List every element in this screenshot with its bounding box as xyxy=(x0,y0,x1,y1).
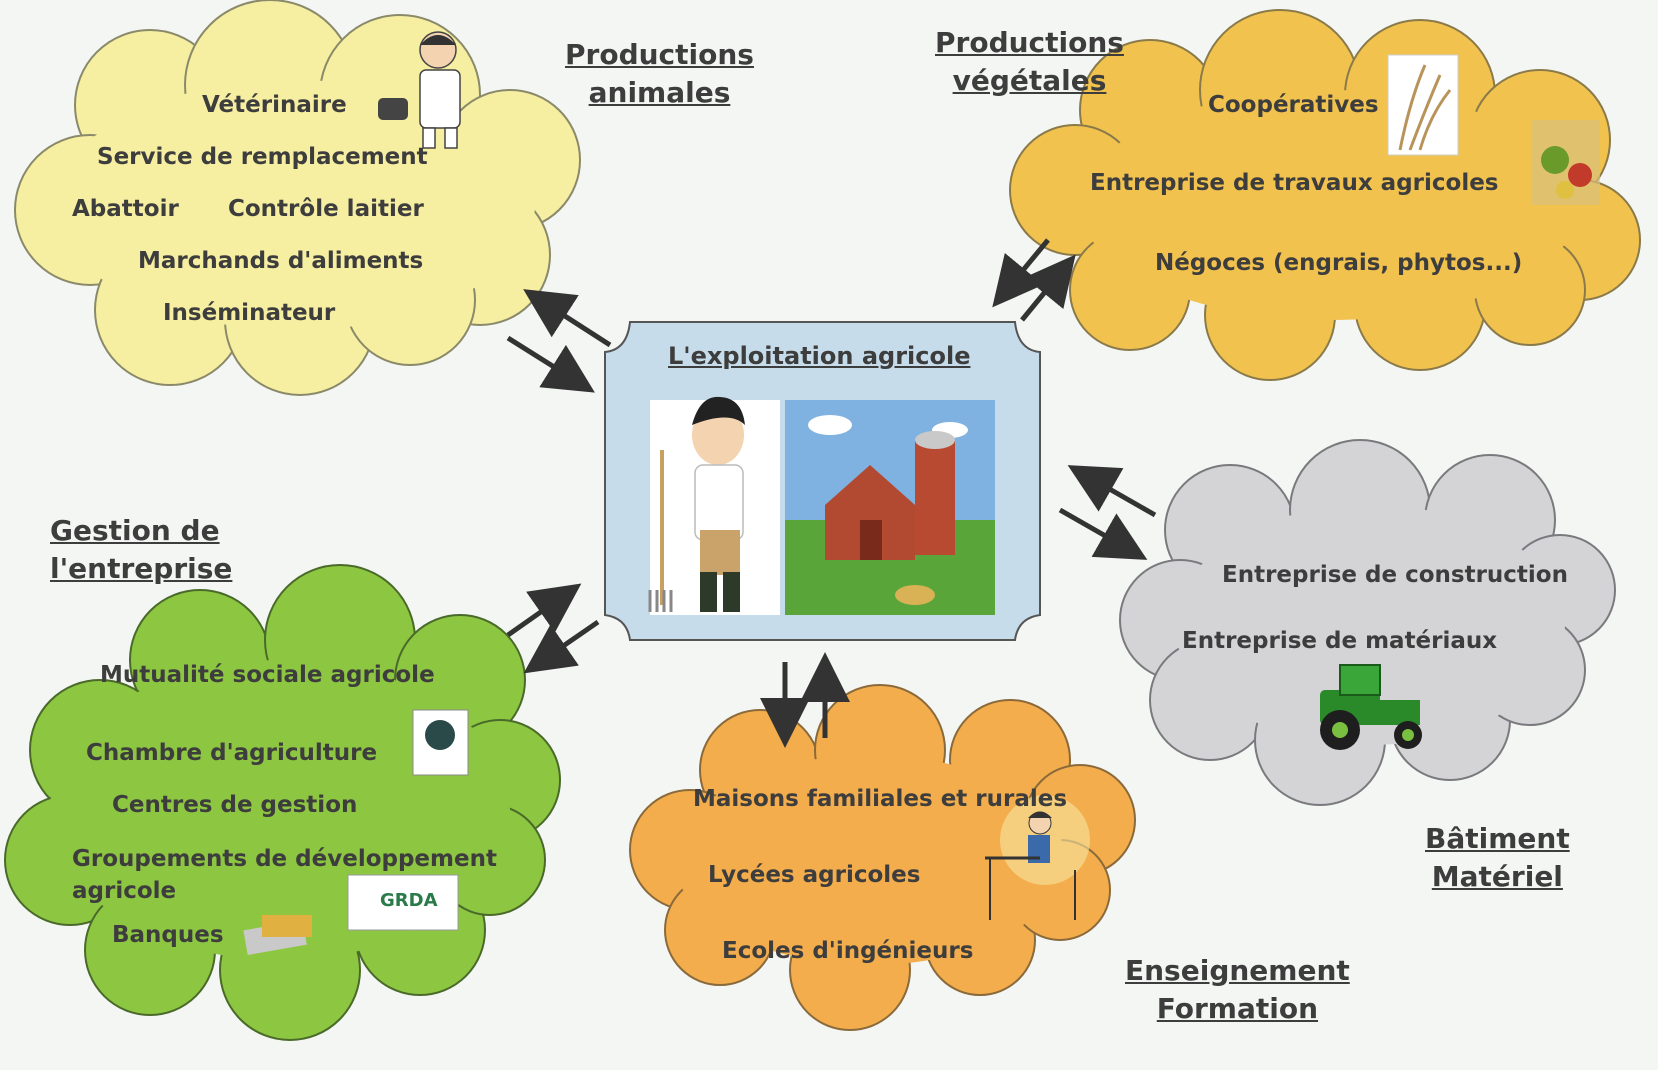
item-entreprise-travaux: Entreprise de travaux agricoles xyxy=(1090,170,1499,196)
vegetables-illustration xyxy=(1532,120,1600,205)
arrows-management xyxy=(506,583,600,674)
group-title-building: Bâtiment Matériel xyxy=(1425,820,1570,896)
item-service-remplacement: Service de remplacement xyxy=(97,144,428,170)
cloud-enseignement-formation xyxy=(629,684,1136,1031)
item-entreprise-materiaux: Entreprise de matériaux xyxy=(1182,628,1498,654)
center-title: L'exploitation agricole xyxy=(668,342,971,370)
group-title-animal: Productions animales xyxy=(565,36,754,112)
item-chambre-agriculture: Chambre d'agriculture xyxy=(86,740,378,766)
title-line: Productions xyxy=(935,26,1124,59)
item-groupements-2: agricole xyxy=(72,878,177,904)
item-veterinaire: Vétérinaire xyxy=(202,92,347,118)
farmer-illustration xyxy=(648,396,780,615)
item-inseminateur: Inséminateur xyxy=(163,300,336,326)
item-controle-laitier: Contrôle laitier xyxy=(228,196,424,222)
arrows-education xyxy=(760,652,850,748)
item-banques: Banques xyxy=(112,922,224,948)
item-groupements: Groupements de développement xyxy=(72,846,497,872)
item-mutualite: Mutualité sociale agricole xyxy=(100,662,435,688)
title-line: animales xyxy=(588,76,731,109)
title-line: Gestion de xyxy=(50,514,220,547)
title-line: Formation xyxy=(1156,992,1319,1025)
title-line: Bâtiment xyxy=(1425,822,1570,855)
cloud-productions-animales xyxy=(14,0,581,396)
title-line: l'entreprise xyxy=(50,552,233,585)
grda-logo-text: GRDA xyxy=(380,890,438,911)
title-line: Matériel xyxy=(1431,860,1563,893)
arrows-vegetal xyxy=(992,238,1076,322)
arrows-animal xyxy=(506,289,612,393)
item-marchands-aliments: Marchands d'aliments xyxy=(138,248,424,274)
group-title-vegetal: Productions végétales xyxy=(935,24,1124,100)
item-ecoles-ingenieurs: Ecoles d'ingénieurs xyxy=(722,938,974,964)
wheat-illustration xyxy=(1387,54,1459,156)
item-centres-gestion: Centres de gestion xyxy=(112,792,358,818)
veterinarian-illustration xyxy=(378,31,461,149)
item-entreprise-construction: Entreprise de construction xyxy=(1222,562,1568,588)
item-cooperatives: Coopératives xyxy=(1208,92,1379,118)
chambre-agriculture-logo xyxy=(412,709,469,776)
group-title-education: Enseignement Formation xyxy=(1125,952,1350,1028)
group-title-management: Gestion de l'entreprise xyxy=(50,512,232,588)
barn-illustration xyxy=(785,400,995,615)
item-lycees-agricoles: Lycées agricoles xyxy=(708,862,921,888)
money-illustration xyxy=(243,915,312,956)
item-negoces: Négoces (engrais, phytos...) xyxy=(1155,250,1523,276)
cloud-batiment-materiel xyxy=(1119,439,1616,806)
title-line: végétales xyxy=(952,64,1107,97)
title-line: Enseignement xyxy=(1125,954,1350,987)
student-illustration xyxy=(985,795,1090,920)
item-abattoir: Abattoir xyxy=(72,196,179,222)
arrows-building xyxy=(1058,465,1157,560)
item-maisons-familiales: Maisons familiales et rurales xyxy=(693,786,1068,812)
tractor-illustration xyxy=(1320,664,1422,750)
grda-logo xyxy=(347,874,459,931)
title-line: Productions xyxy=(565,38,754,71)
